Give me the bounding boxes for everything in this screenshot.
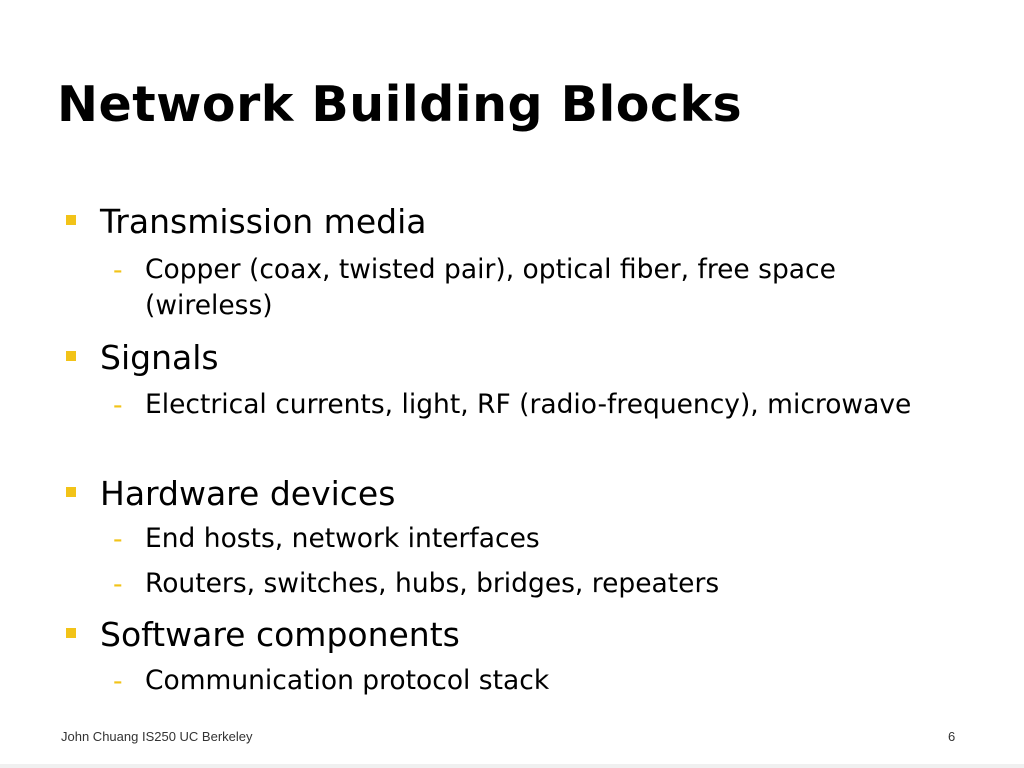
page-number: 6 — [948, 729, 956, 744]
sub-bullet-item: Copper (coax, twisted pair), optical fib… — [145, 254, 836, 321]
dash-bullet-icon: - — [113, 390, 123, 421]
bullet-item: Hardware devices — [100, 474, 396, 513]
sub-bullet-item: Electrical currents, light, RF (radio-fr… — [145, 389, 912, 420]
sub-bullet-item: Routers, switches, hubs, bridges, repeat… — [145, 568, 720, 599]
slide-title: Network Building Blocks — [57, 76, 743, 133]
dash-bullet-icon: - — [113, 255, 123, 286]
square-bullet-icon — [66, 628, 76, 638]
square-bullet-icon — [66, 215, 76, 225]
sub-bullet-item: End hosts, network interfaces — [145, 523, 540, 554]
square-bullet-icon — [66, 487, 76, 497]
bullet-item: Signals — [100, 338, 219, 377]
square-bullet-icon — [66, 351, 76, 361]
sub-bullet-item: Communication protocol stack — [145, 665, 550, 696]
bullet-item: Transmission media — [100, 202, 427, 241]
dash-bullet-icon: - — [113, 569, 123, 600]
dash-bullet-icon: - — [113, 666, 123, 697]
dash-bullet-icon: - — [113, 524, 123, 555]
bottom-divider — [0, 764, 1024, 768]
bullet-item: Software components — [100, 615, 460, 654]
footer-author: John Chuang IS250 UC Berkeley — [61, 729, 253, 744]
